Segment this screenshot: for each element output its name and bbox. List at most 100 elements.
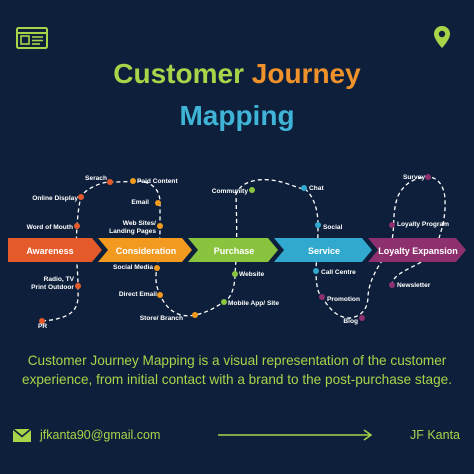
touchpoint-store-branch: Store/ Branch [140, 312, 198, 322]
stage-arrow-shape [8, 238, 102, 262]
stage-label: Awareness [26, 246, 73, 256]
stage-label: Service [308, 246, 340, 256]
touchpoint-dot [319, 294, 325, 300]
touchpoint-label: Social [323, 224, 343, 231]
touchpoint-dot [155, 200, 161, 206]
touchpoint-dot [389, 222, 395, 228]
touchpoint-print-outdoor: Print Outdoor [31, 284, 74, 291]
touchpoint-dot [75, 283, 81, 289]
touchpoint-label: Landing Pages [109, 228, 156, 235]
touchpoint-community: Community [212, 187, 255, 195]
touchpoint-mobile-app-site: Mobile App/ Site [221, 299, 279, 307]
stage-arrow-shape [368, 238, 466, 262]
touchpoint-dot [74, 223, 80, 229]
touchpoint-label: Email [131, 199, 149, 206]
stage-service: Service [274, 238, 372, 262]
touchpoint-label: PR [38, 323, 47, 330]
title-line-2: Mapping [179, 100, 295, 131]
touchpoint-dot [154, 265, 160, 271]
touchpoint-website: Website [232, 271, 264, 278]
touchpoint-label: Loyalty Program [397, 221, 449, 228]
envelope-icon [12, 428, 32, 442]
touchpoint-label: Promotion [327, 296, 360, 303]
touchpoint-direct-email: Direct Email [119, 291, 163, 298]
stage-label: Consideration [116, 246, 177, 256]
touchpoint-email: Email [131, 199, 161, 206]
touchpoint-online-display: Online Display [32, 194, 84, 202]
stage-loyalty-expansion: Loyalty Expansion [368, 238, 466, 262]
stage-label: Loyalty Expansion [378, 246, 458, 256]
touchpoint-landing-pages: Landing Pages [109, 228, 156, 235]
touchpoint-label: Word of Mouth [27, 224, 73, 231]
footer-email[interactable]: jfkanta90@gmail.com [40, 428, 161, 442]
touchpoint-label: Web Sites/ [123, 220, 156, 227]
touchpoint-newsletter: Newsletter [389, 282, 431, 289]
touchpoint-social: Social [315, 222, 343, 231]
stage-awareness: Awareness [8, 238, 102, 262]
stage-consideration: Consideration [98, 238, 192, 262]
touchpoint-label: Website [239, 271, 264, 278]
title-line-1: Customer Journey [0, 56, 474, 92]
touchpoint-label: Store/ Branch [140, 315, 183, 322]
stage-arrows: Awareness Consideration Purchase Service Loy… [8, 238, 466, 262]
touchpoint-dot [130, 178, 136, 184]
touchpoint-label: Serach [85, 175, 107, 182]
touchpoint-survey: Survey [403, 174, 431, 181]
touchpoint-label: Mobile App/ Site [228, 300, 279, 307]
touchpoint-label: Online Display [32, 195, 78, 202]
touchpoint-dot [301, 185, 307, 191]
touchpoint-label: Direct Email [119, 291, 157, 298]
browser-window-icon [16, 27, 48, 49]
stage-label: Purchase [214, 246, 255, 256]
touchpoint-promotion: Promotion [319, 294, 360, 303]
touchpoint-dot [192, 312, 198, 318]
title-word-journey: Journey [251, 58, 361, 89]
touchpoint-label: Blog [343, 318, 358, 325]
touchpoint-serach: Serach [85, 175, 113, 185]
touchpoint-dot [389, 282, 395, 288]
touchpoint-blog: Blog [343, 315, 365, 325]
touchpoint-dot [157, 292, 163, 298]
title-word-customer: Customer [113, 58, 244, 89]
touchpoint-call-centre: Call Centre [313, 268, 356, 276]
touchpoint-radio-tv: Radio, TV [44, 276, 81, 289]
touchpoint-word-of-mouth: Word of Mouth [27, 223, 80, 231]
stage-purchase: Purchase [188, 238, 278, 262]
touchpoint-chat: Chat [301, 185, 324, 192]
touchpoint-label: Chat [309, 185, 324, 192]
touchpoint-dot [232, 271, 238, 277]
touchpoint-social-media: Social Media [113, 264, 160, 271]
touchpoint-label: Radio, TV [44, 276, 75, 283]
touchpoint-dot [157, 223, 163, 229]
touchpoint-dot [78, 194, 84, 200]
touchpoint-pr: PR [38, 318, 47, 330]
touchpoint-label: Paid Content [137, 178, 178, 185]
map-pin-icon [434, 26, 450, 48]
touchpoint-dot [221, 299, 227, 305]
touchpoint-label: Survey [403, 174, 425, 181]
touchpoint-label: Call Centre [321, 269, 356, 276]
footer-author: JF Kanta [409, 428, 460, 442]
stage-arrow-shape [98, 238, 192, 262]
touchpoint-dot [315, 222, 321, 228]
touchpoint-dot [313, 268, 319, 274]
journey-dashed-path [41, 176, 446, 322]
touchpoint-dot [39, 318, 45, 324]
touchpoint-dot [249, 187, 255, 193]
touchpoint-loyalty-program: Loyalty Program [389, 221, 449, 228]
arrow-right-icon [218, 429, 373, 441]
touchpoint-paid-content: Paid Content [130, 178, 178, 185]
description-text: Customer Journey Mapping is a visual rep… [22, 353, 452, 387]
touchpoint-label: Print Outdoor [31, 284, 74, 291]
stage-arrow-shape [188, 238, 278, 262]
touchpoint-dot [107, 179, 113, 185]
touchpoint-dot [359, 315, 365, 321]
touchpoint-label: Newsletter [397, 282, 431, 289]
touchpoint-web-sites: Web Sites/ [123, 220, 163, 229]
stage-arrow-shape [274, 238, 372, 262]
touchpoint-label: Community [212, 188, 249, 195]
touchpoint-label: Social Media [113, 264, 153, 271]
